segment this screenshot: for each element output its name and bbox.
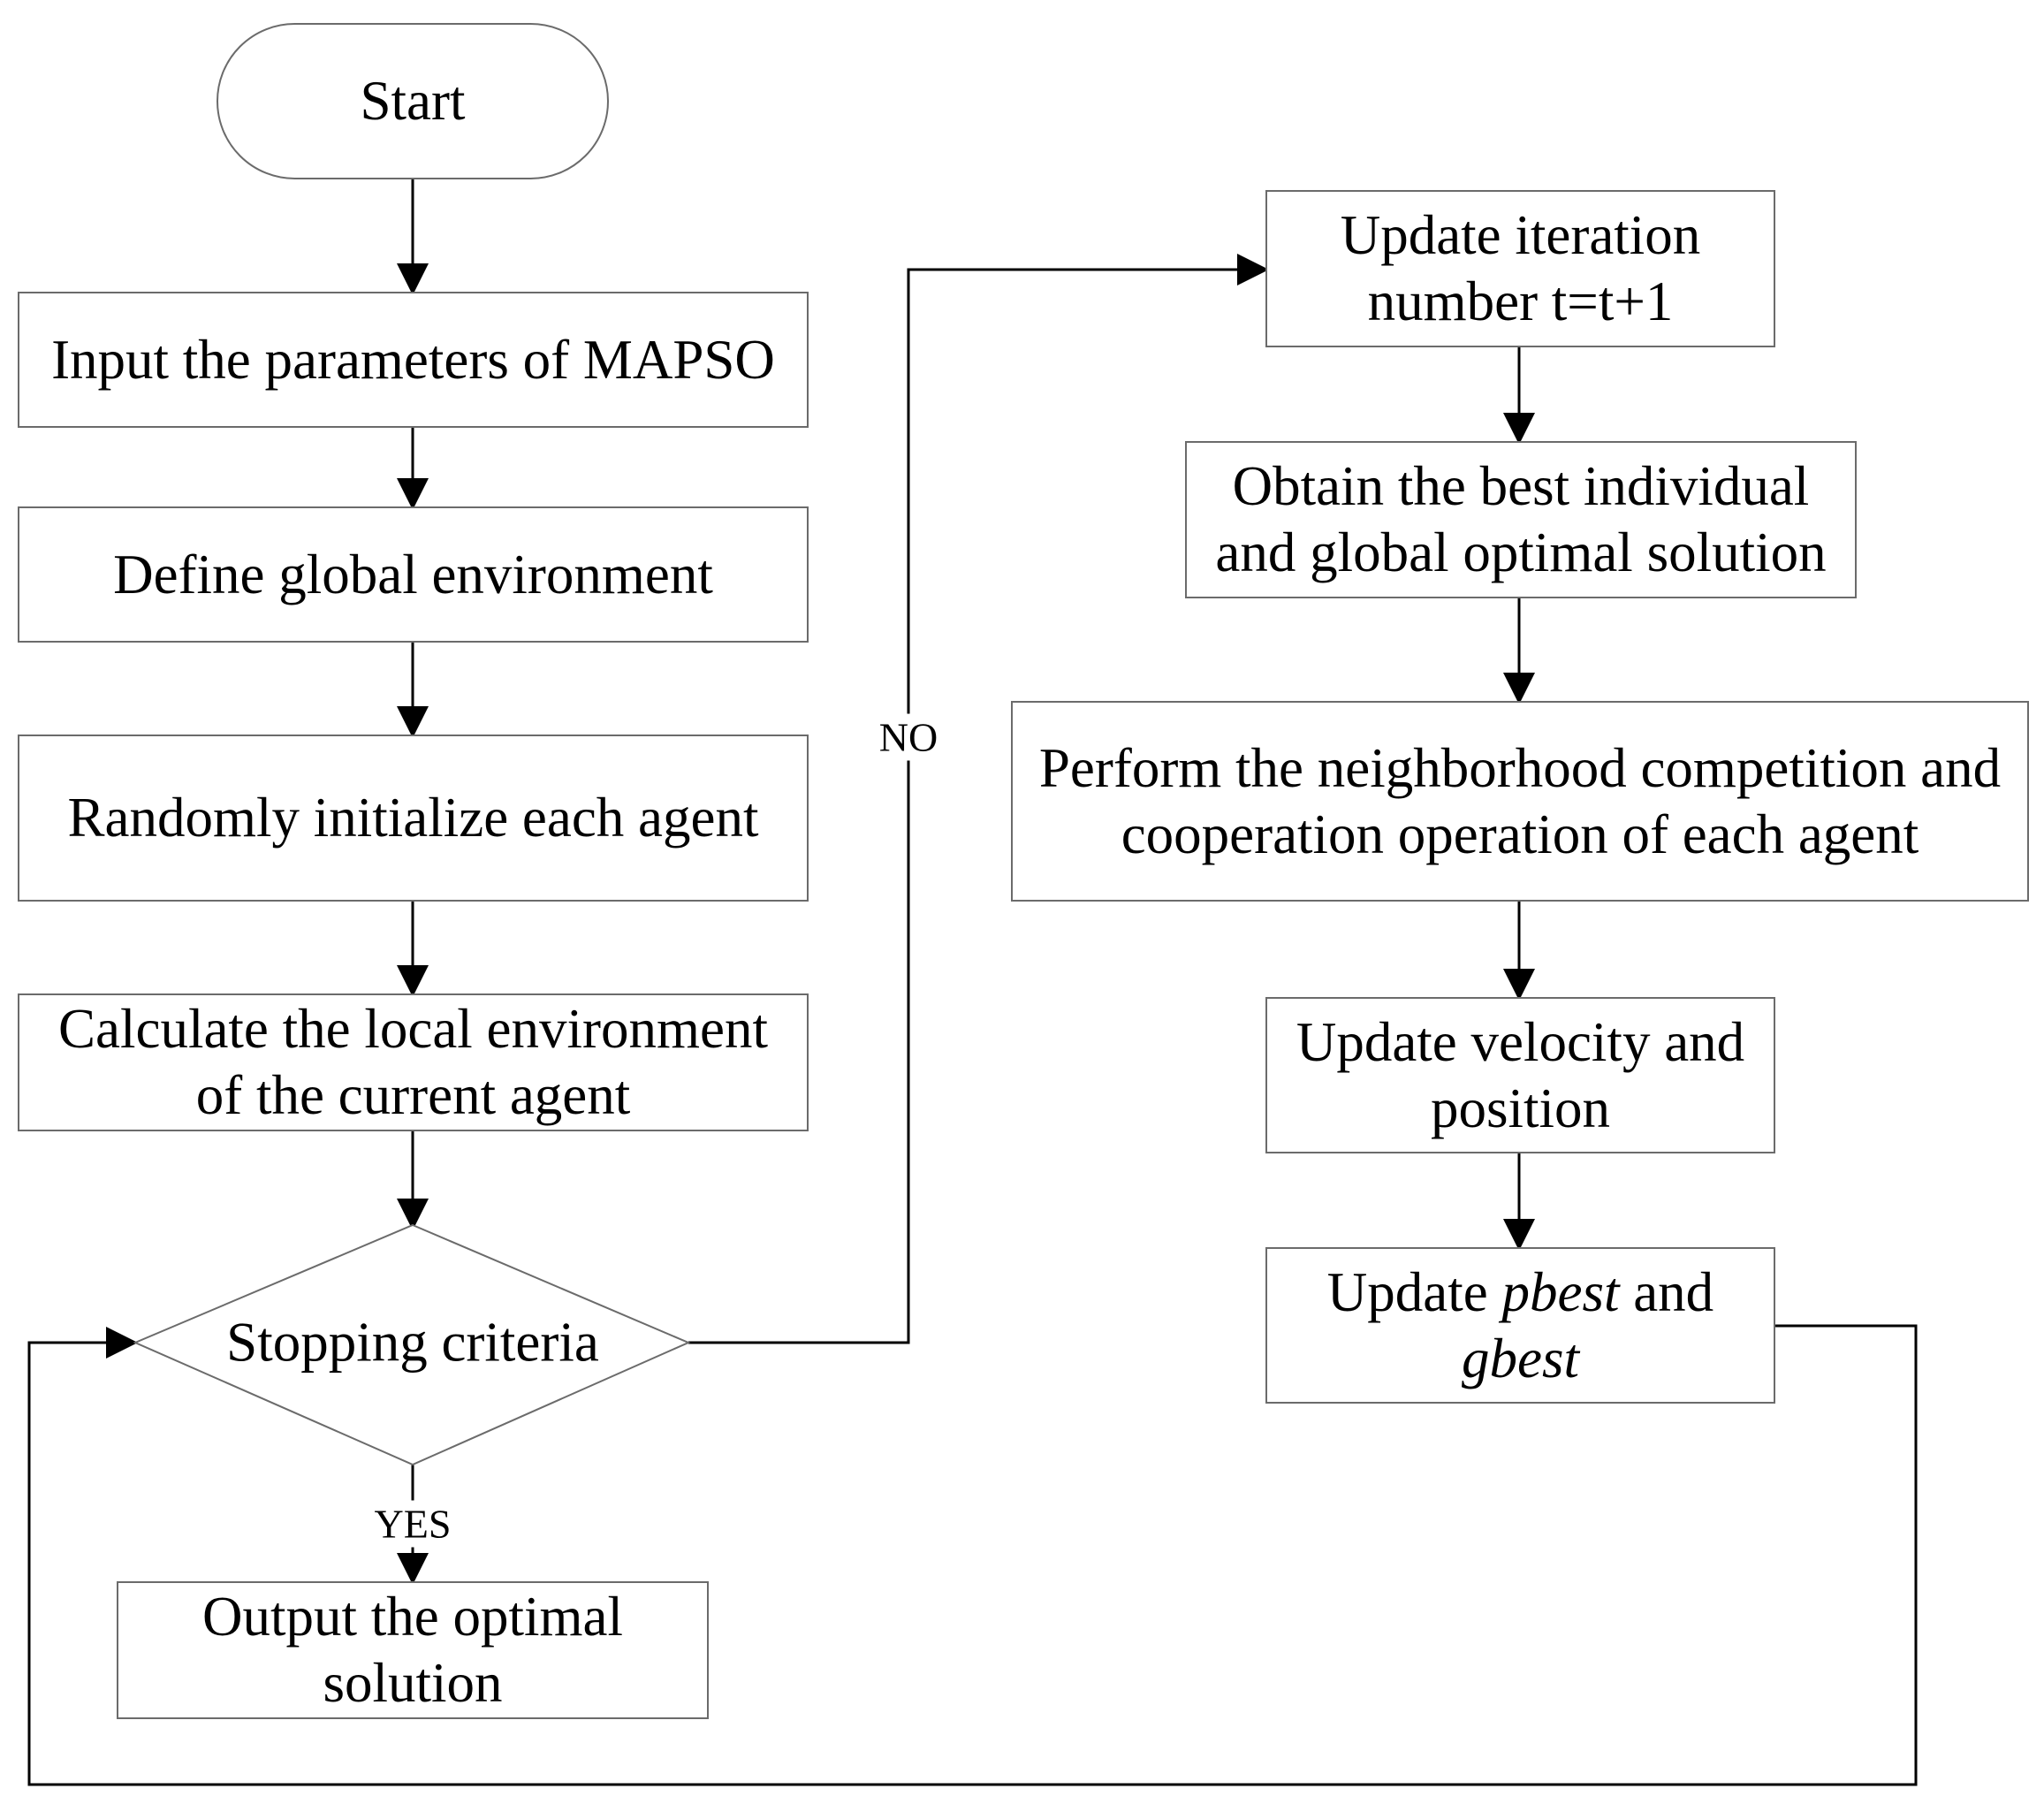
- no-label: NO: [875, 713, 942, 761]
- update-velocity-line-2: position: [1430, 1077, 1610, 1139]
- pbest-term: pbest: [1501, 1260, 1620, 1323]
- input-parameters-label: Input the parameters of MAPSO: [51, 328, 775, 391]
- neighborhood-operation-line-1: Perform the neighborhood competition and: [1038, 736, 2002, 799]
- gbest-term: gbest: [1462, 1327, 1579, 1389]
- input-parameters-box: Input the parameters of MAPSO: [18, 292, 809, 428]
- random-initialize-box: Randomly initialize each agent: [18, 735, 809, 902]
- calculate-local-line-2: of the current agent: [195, 1064, 631, 1126]
- update-prefix: Update: [1326, 1260, 1502, 1323]
- obtain-best-box: Obtain the best individual and global op…: [1185, 441, 1857, 598]
- and-word: and: [1619, 1260, 1714, 1323]
- define-environment-box: Define global environment: [18, 506, 809, 643]
- update-pbest-gbest-line-2: gbest: [1327, 1326, 1713, 1392]
- yes-label: YES: [370, 1500, 455, 1548]
- start-label: Start: [360, 70, 466, 133]
- start-terminal: Start: [217, 23, 609, 179]
- update-iteration-line-2: number t=t+1: [1367, 270, 1674, 332]
- update-pbest-gbest-line-1: Update pbest and: [1327, 1260, 1713, 1326]
- update-velocity-box: Update velocity and position: [1265, 997, 1775, 1153]
- arrow-loop-back-to-stopping: [27, 1324, 1918, 1786]
- neighborhood-operation-line-2: cooperation operation of each agent: [1121, 803, 1919, 865]
- define-environment-label: Define global environment: [113, 543, 713, 605]
- output-solution-line-2: solution: [323, 1652, 503, 1714]
- update-velocity-line-1: Update velocity and: [1296, 1010, 1745, 1073]
- arrow-no-to-update-iter: [688, 254, 1269, 1344]
- neighborhood-operation-box: Perform the neighborhood competition and…: [1011, 701, 2029, 902]
- obtain-best-line-1: Obtain the best individual: [1232, 455, 1810, 518]
- calculate-local-box: Calculate the local environment of the c…: [18, 993, 809, 1131]
- calculate-local-line-1: Calculate the local environment: [58, 998, 768, 1061]
- output-solution-line-1: Output the optimal: [202, 1586, 623, 1648]
- output-solution-box: Output the optimal solution: [117, 1581, 709, 1719]
- obtain-best-line-2: and global optimal solution: [1215, 521, 1827, 583]
- stopping-criteria-label: Stopping criteria: [226, 1311, 599, 1374]
- update-pbest-gbest-box: Update pbest and gbest: [1265, 1247, 1775, 1404]
- random-initialize-label: Randomly initialize each agent: [67, 787, 759, 849]
- stopping-criteria-diamond: [133, 1223, 691, 1466]
- update-iteration-line-1: Update iteration: [1340, 204, 1701, 267]
- update-iteration-box: Update iteration number t=t+1: [1265, 190, 1775, 347]
